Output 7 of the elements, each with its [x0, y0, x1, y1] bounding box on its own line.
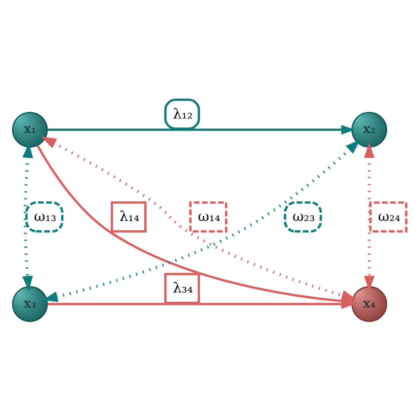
edge-label: λ₁₄ [119, 209, 140, 226]
edge-label: ω₁₄ [198, 209, 220, 226]
edge-label: ω₁₃ [34, 209, 56, 226]
edge-label: λ₁₂ [172, 106, 193, 122]
edge-label: ω₂₄ [378, 209, 400, 226]
edge-label: λ₃₄ [172, 280, 193, 297]
edge-label: ω₂₃ [292, 209, 315, 226]
